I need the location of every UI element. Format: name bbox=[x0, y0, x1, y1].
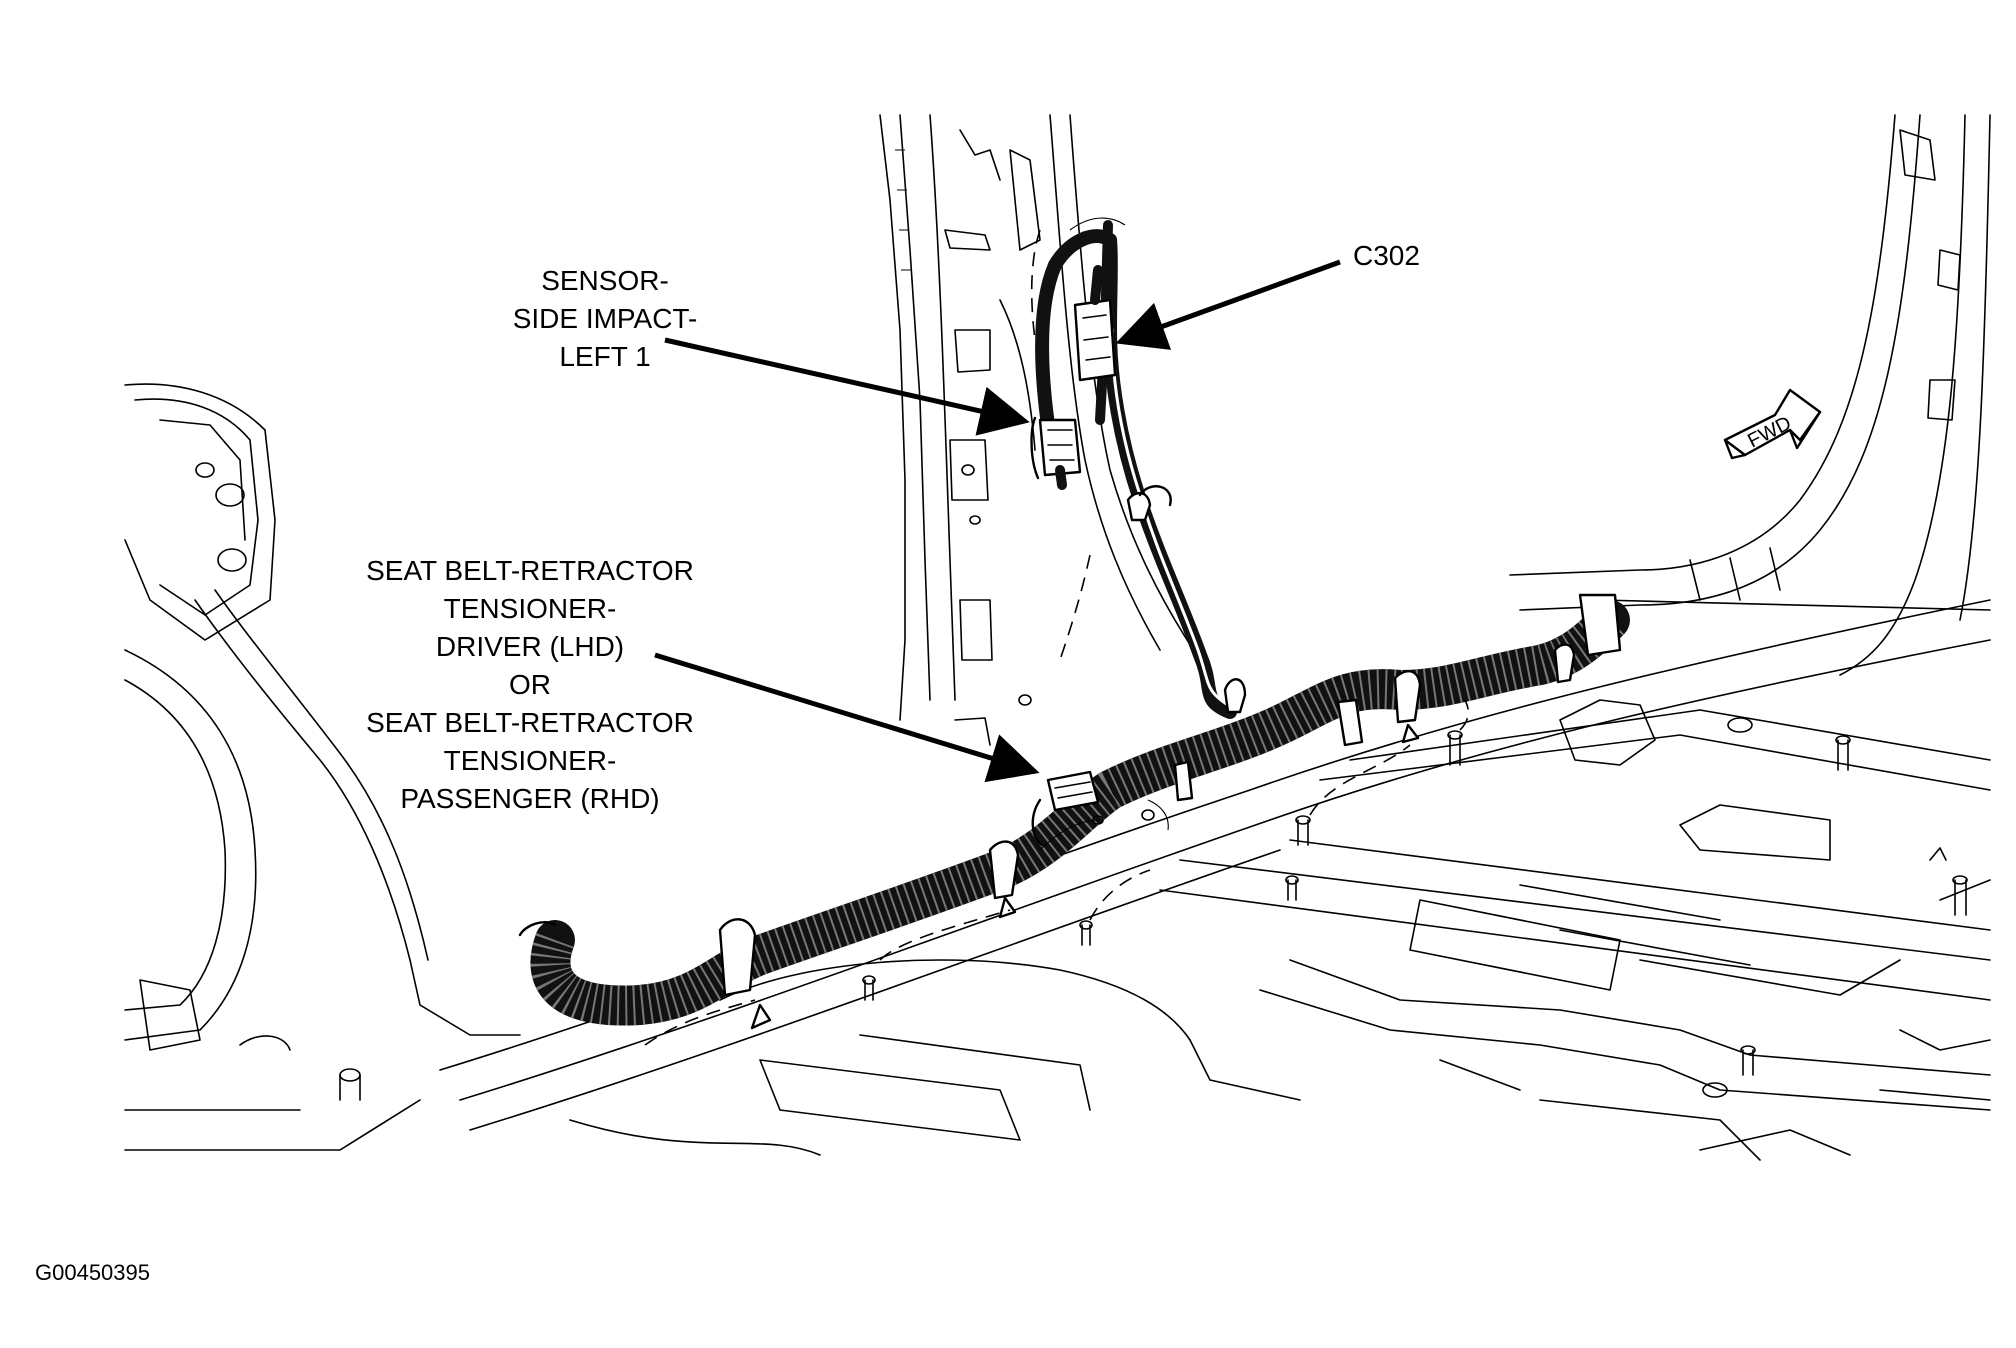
tensioner-callout-line-4: OR bbox=[509, 669, 551, 700]
floor-pan bbox=[439, 599, 1991, 1161]
sensor-leader bbox=[664, 337, 1030, 436]
sensor-callout-line-1: SENSOR- bbox=[541, 265, 669, 296]
b-pillar bbox=[879, 114, 1201, 746]
wiring-harness bbox=[518, 217, 1630, 1046]
mounting-studs bbox=[862, 717, 1968, 1098]
sensor-callout-line-3: LEFT 1 bbox=[559, 341, 650, 372]
tensioner-callout-line-2: TENSIONER- bbox=[444, 593, 617, 624]
seat-belt-tensioner-connector bbox=[1031, 770, 1100, 847]
callout-leaders bbox=[654, 259, 1341, 783]
front-door-opening bbox=[1509, 114, 1991, 676]
figure-id: G00450395 bbox=[35, 1260, 150, 1285]
c302-leader bbox=[1115, 259, 1341, 350]
sensor-callout: SENSOR- SIDE IMPACT- LEFT 1 bbox=[513, 265, 698, 372]
tensioner-leader bbox=[654, 652, 1040, 783]
tensioner-callout-line-1: SEAT BELT-RETRACTOR bbox=[366, 555, 694, 586]
sensor-callout-line-2: SIDE IMPACT- bbox=[513, 303, 698, 334]
harness-clips bbox=[718, 485, 1576, 1030]
tensioner-callout-line-5: SEAT BELT-RETRACTOR bbox=[366, 707, 694, 738]
tensioner-callout-line-3: DRIVER (LHD) bbox=[436, 631, 624, 662]
harness-main-loom bbox=[530, 600, 1630, 1026]
side-impact-sensor bbox=[1030, 416, 1082, 490]
tensioner-callout: SEAT BELT-RETRACTOR TENSIONER- DRIVER (L… bbox=[366, 555, 694, 814]
tensioner-callout-line-7: PASSENGER (RHD) bbox=[400, 783, 659, 814]
c302-callout: C302 bbox=[1353, 240, 1420, 271]
forward-direction-arrow: FWD bbox=[1723, 388, 1822, 460]
c302-connector bbox=[1073, 265, 1117, 382]
left-wheelhouse bbox=[124, 383, 521, 1151]
vehicle-body-linework bbox=[124, 114, 1991, 1161]
tensioner-callout-line-6: TENSIONER- bbox=[444, 745, 617, 776]
